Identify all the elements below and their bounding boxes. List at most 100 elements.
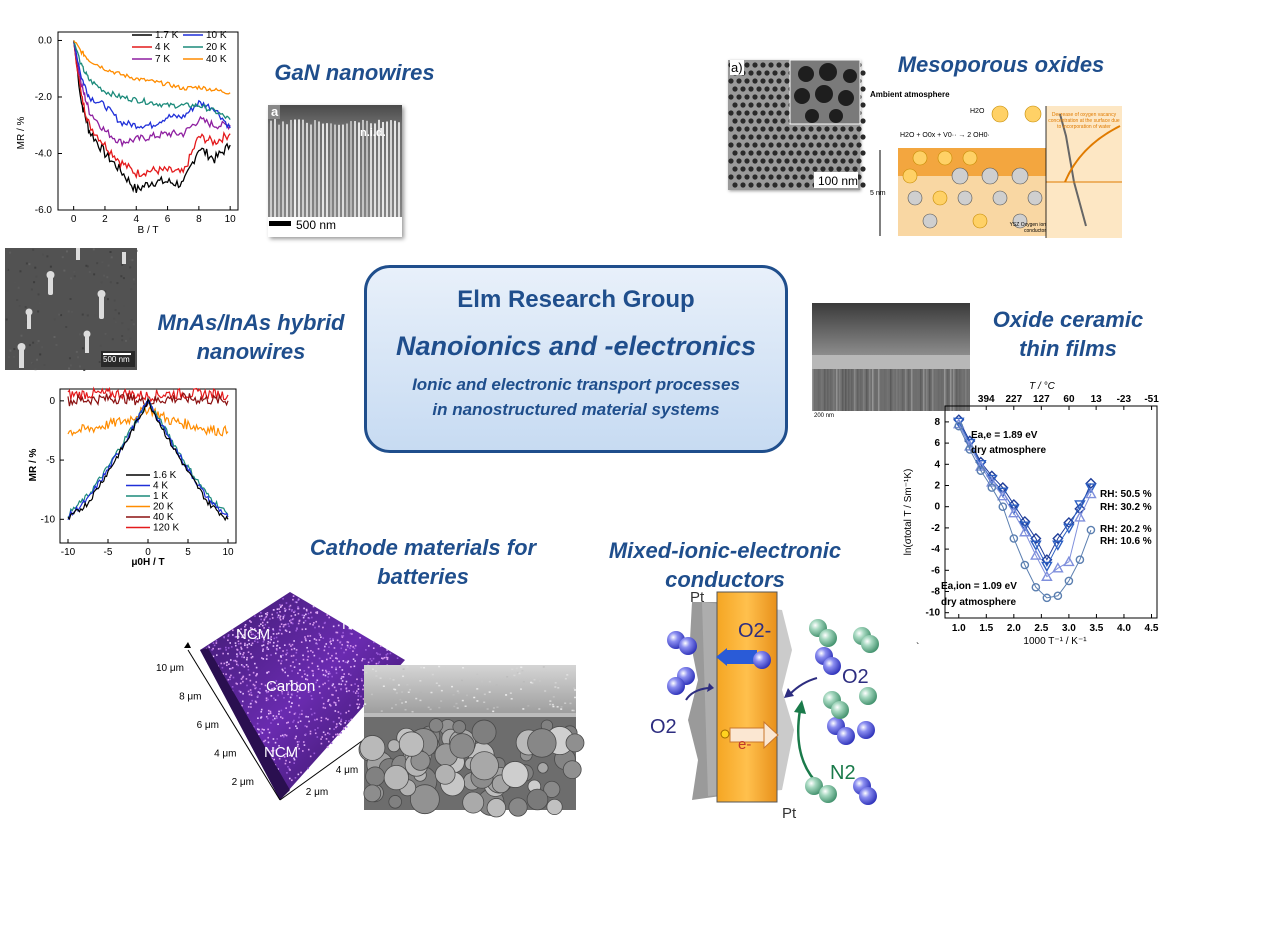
- meso-pore: [776, 158, 782, 164]
- afm-speckle: [343, 727, 345, 729]
- afm-speckle: [308, 720, 310, 723]
- afm-speckle: [298, 716, 300, 719]
- oxide-ytick-label: -4: [931, 544, 940, 555]
- meso-pore: [776, 142, 782, 148]
- mnas-noise-dot: [12, 355, 15, 358]
- afm-speckle: [266, 671, 269, 674]
- cathode-surface-grain: [440, 689, 443, 692]
- cathode-particle: [388, 795, 402, 809]
- meso-pore: [788, 150, 794, 156]
- afm-speckle: [321, 669, 324, 672]
- afm-speckle: [281, 692, 284, 695]
- afm-speckle: [314, 626, 316, 629]
- cathode-surface-grain: [419, 691, 422, 693]
- miec-pt-top: Pt: [690, 589, 705, 606]
- gan-plot-frame: [57, 31, 239, 211]
- mnas-noise-dot: [25, 320, 28, 323]
- gan-wire: [342, 124, 344, 223]
- oxide-column: [950, 369, 952, 411]
- afm-speckle: [301, 628, 304, 631]
- afm-speckle: [239, 642, 242, 645]
- cathode-surface-grain: [401, 702, 404, 704]
- afm-speckle: [296, 627, 298, 629]
- afm-speckle: [264, 613, 267, 615]
- afm-speckle: [235, 663, 238, 666]
- afm-speckle: [283, 607, 286, 610]
- mnas-noise-dot: [68, 357, 71, 360]
- afm-speckle: [270, 654, 272, 656]
- meso-pore: [776, 110, 782, 116]
- mnas-noise-dot: [49, 265, 52, 268]
- afm-speckle: [386, 652, 389, 655]
- afm-speckle: [313, 752, 316, 755]
- gan-legend-label: 20 K: [206, 42, 227, 53]
- cathode-surface-grain: [556, 706, 559, 708]
- gan-wire: [290, 119, 292, 218]
- afm-speckle: [302, 621, 305, 624]
- cathode-ytick-label: 4 μm: [214, 749, 236, 760]
- afm-speckle: [335, 704, 337, 706]
- afm-speckle: [293, 758, 296, 761]
- afm-speckle: [347, 641, 350, 644]
- mnas-noise-dot: [70, 310, 73, 313]
- afm-speckle: [316, 718, 318, 721]
- cathode-particle: [546, 798, 563, 816]
- oxide-point: [1052, 562, 1064, 573]
- afm-speckle: [295, 658, 298, 661]
- afm-speckle: [211, 649, 213, 651]
- meso-pore: [748, 166, 754, 172]
- afm-speckle: [243, 625, 246, 628]
- afm-speckle: [234, 644, 237, 647]
- mnas-noise-dot: [86, 265, 89, 268]
- oxide-ytick-label: 0: [934, 502, 940, 513]
- meso-pore: [732, 86, 738, 92]
- cathode-surface-grain: [380, 710, 383, 712]
- meso-pore: [828, 166, 834, 172]
- afm-speckle: [283, 623, 285, 626]
- afm-speckle: [293, 762, 296, 764]
- afm-speckle: [246, 658, 248, 661]
- meso-pore: [828, 134, 834, 140]
- afm-speckle: [336, 639, 339, 642]
- afm-speckle: [240, 628, 242, 630]
- afm-speckle: [324, 707, 327, 709]
- afm-speckle: [329, 640, 332, 643]
- afm-speckle: [261, 621, 264, 624]
- miec-o2-left: O2: [650, 716, 677, 738]
- afm-speckle: [288, 631, 291, 633]
- afm-speckle: [240, 678, 243, 680]
- oxide-point: [1020, 560, 1030, 570]
- afm-speckle: [251, 642, 254, 645]
- afm-speckle: [317, 668, 320, 670]
- afm-speckle: [291, 702, 293, 704]
- mnas-noise-dot: [130, 288, 133, 291]
- afm-speckle: [278, 745, 280, 747]
- afm-speckle: [313, 712, 316, 715]
- afm-speckle: [300, 771, 302, 774]
- oxide-column: [965, 369, 967, 411]
- cathode-surface-grain: [420, 666, 423, 669]
- afm-speckle: [341, 636, 344, 638]
- afm-speckle: [286, 772, 288, 774]
- afm-speckle: [237, 640, 240, 643]
- afm-speckle: [293, 647, 296, 650]
- afm-speckle: [350, 718, 353, 721]
- afm-speckle: [362, 688, 364, 691]
- meso-pore: [736, 94, 742, 100]
- afm-speckle: [379, 645, 382, 647]
- meso-ambient: Ambient atmosphere: [870, 90, 950, 99]
- cathode-sem-image: [358, 665, 585, 818]
- topic-mnas-hybrid: MnAs/InAs hybrid nanowires: [140, 308, 362, 366]
- afm-speckle: [272, 629, 275, 632]
- afm-speckle: [290, 619, 292, 621]
- mnas-noise-dot: [121, 263, 124, 266]
- afm-speckle: [307, 748, 310, 751]
- cathode-surface-grain: [456, 690, 459, 692]
- cathode-surface-grain: [440, 700, 443, 702]
- afm-speckle: [247, 639, 250, 642]
- afm-speckle: [256, 672, 258, 675]
- afm-speckle: [231, 686, 234, 688]
- afm-speckle: [353, 647, 356, 650]
- meso-pore: [804, 166, 810, 172]
- afm-speckle: [311, 713, 313, 716]
